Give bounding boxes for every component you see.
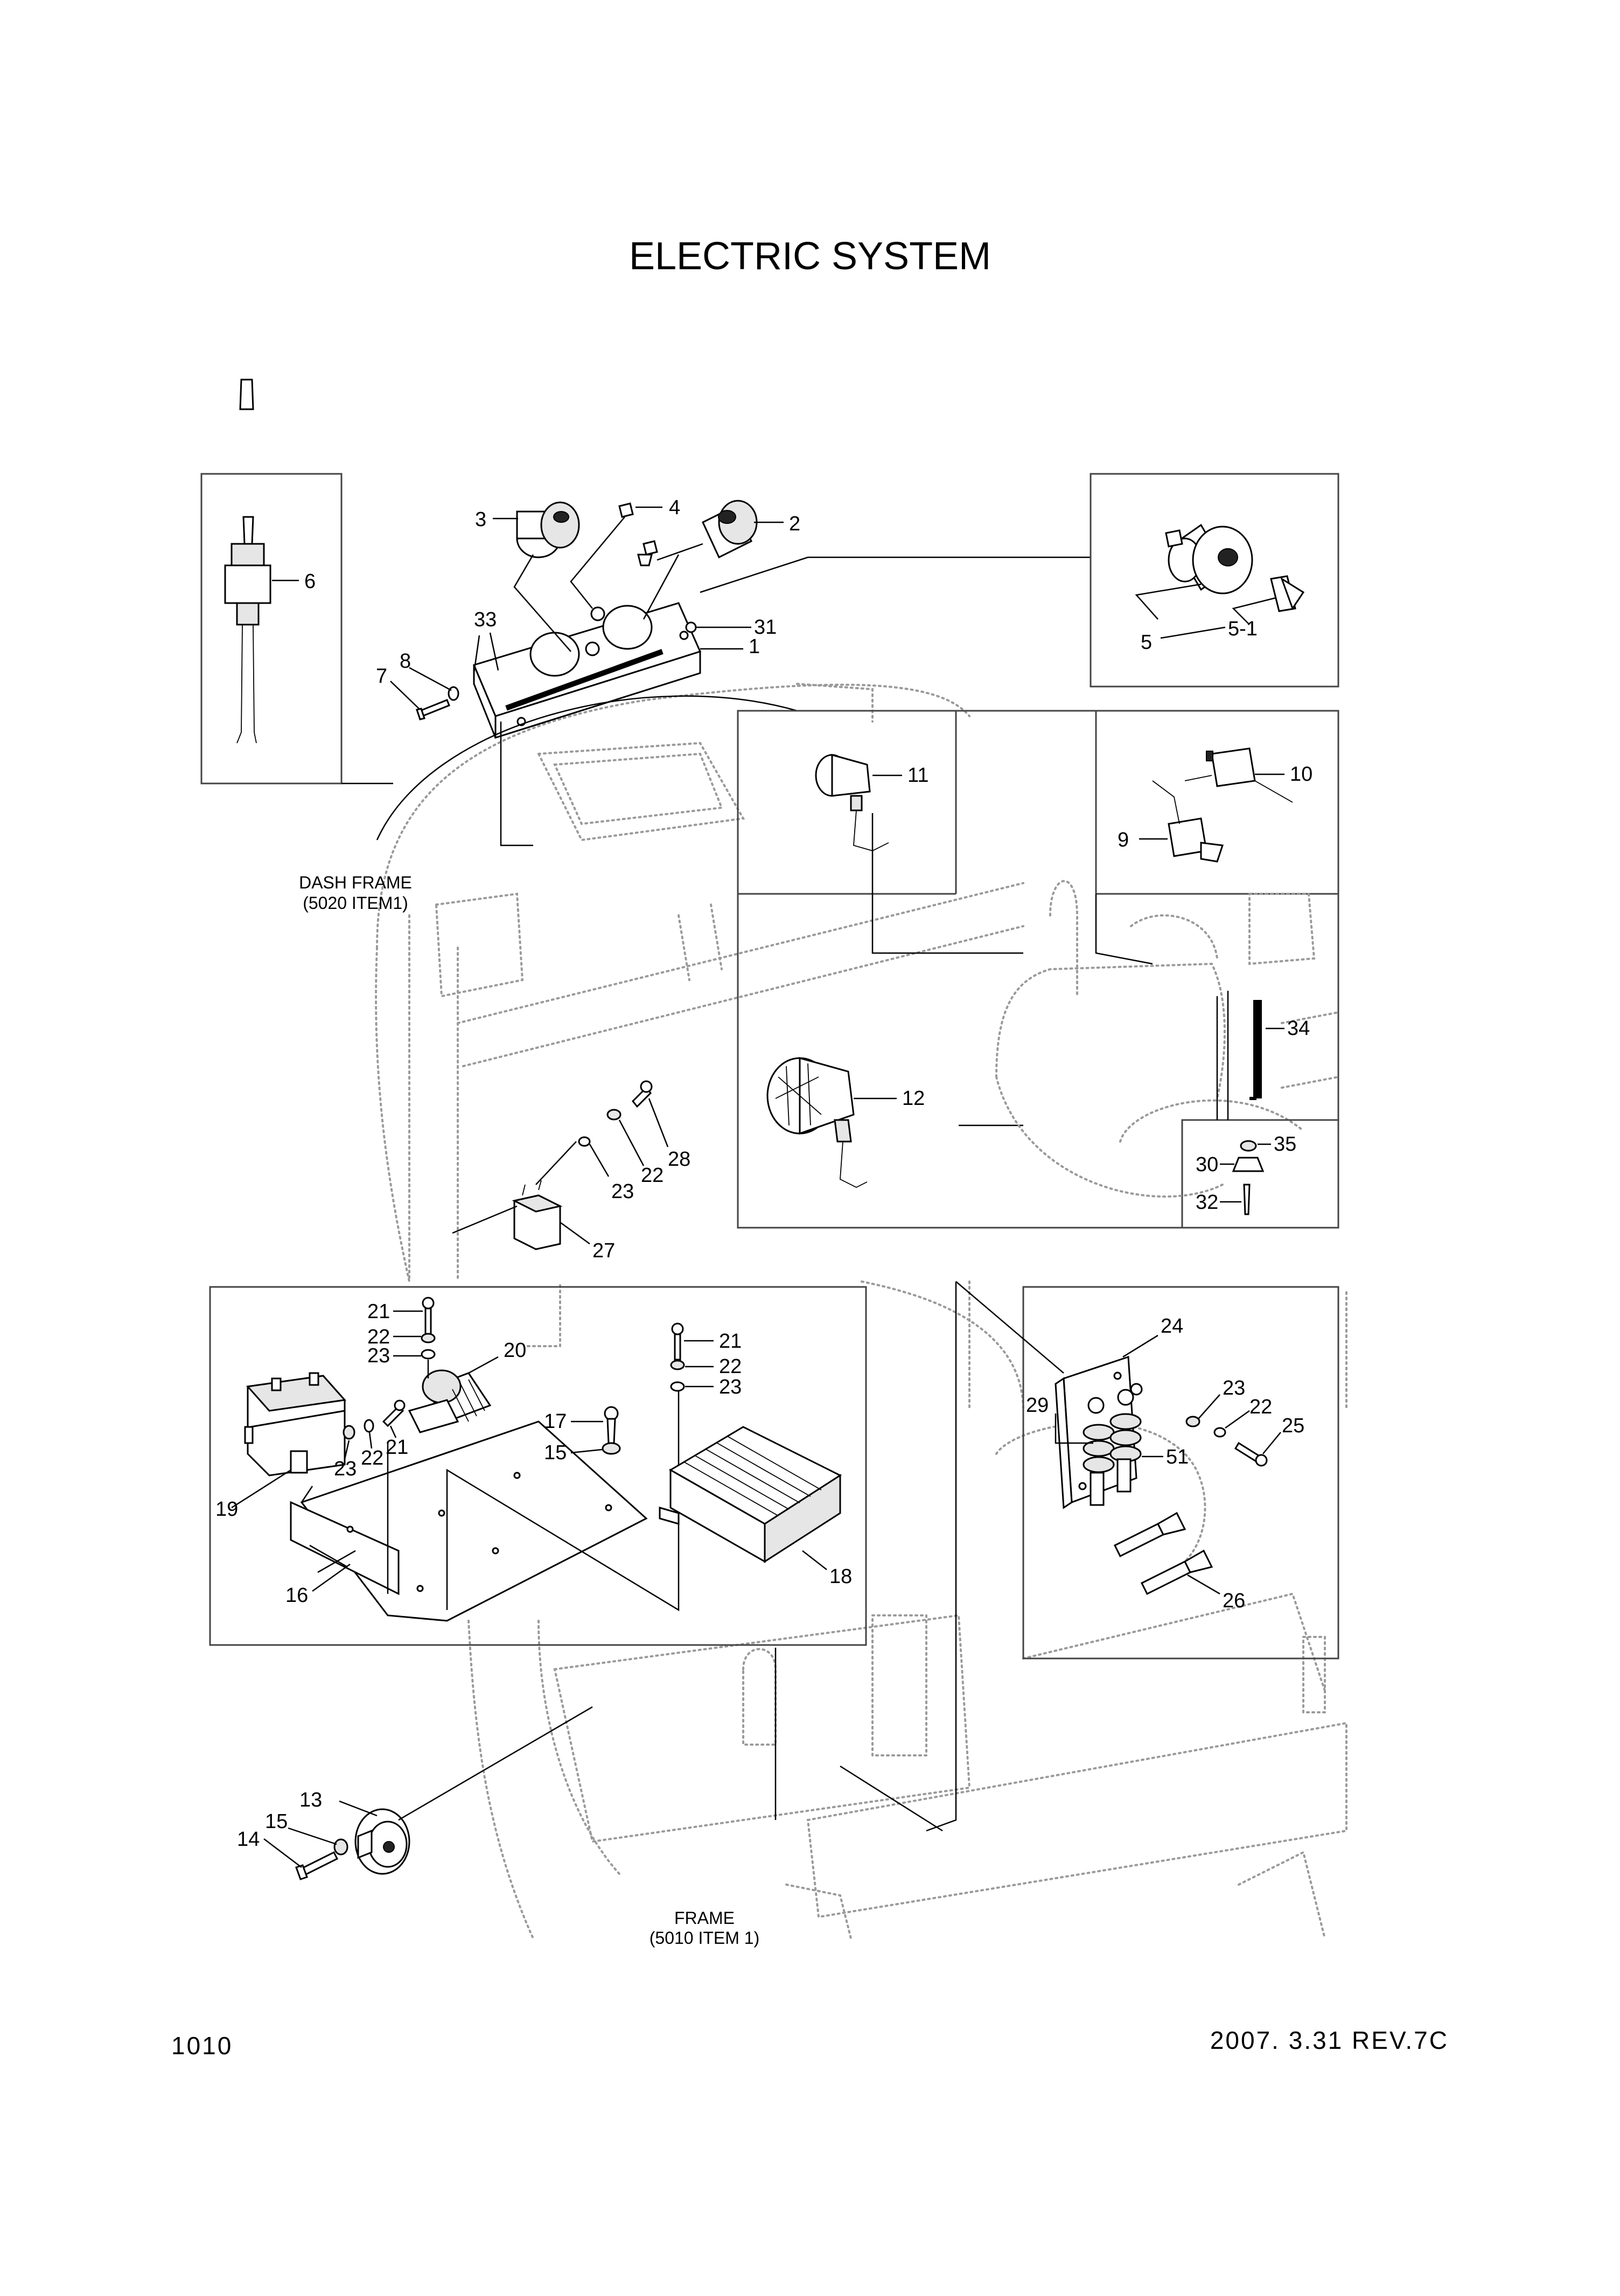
detail-box-fuse-block (1022, 1286, 1339, 1660)
callout-16: 16 (285, 1584, 308, 1607)
callout-22-fuse: 22 (1249, 1396, 1272, 1418)
callout-19: 19 (215, 1498, 238, 1521)
stud-part-29 (1087, 1383, 1143, 1414)
screw-parts-22-23-28 (578, 1080, 653, 1147)
callout-9: 9 (1118, 829, 1129, 851)
screw-parts-15-17 (602, 1406, 621, 1455)
callout-29: 29 (1026, 1394, 1049, 1417)
seat-assembly-outline (995, 880, 1339, 1198)
page-title: ELECTRIC SYSTEM (629, 235, 991, 278)
callout-30: 30 (1196, 1153, 1218, 1176)
revision-date: 2007. 3.31 REV.7C (1210, 2026, 1449, 2054)
detail-box-key-switch (1090, 473, 1339, 688)
dash-frame-item-label: (5020 ITEM1) (303, 893, 408, 913)
frame-label: FRAME (674, 1908, 735, 1928)
callout-21-left: 21 (386, 1436, 408, 1459)
callout-20: 20 (504, 1339, 526, 1362)
gauge-part-2 (637, 500, 758, 620)
part-34-rod (1249, 1000, 1262, 1100)
part-31-bolt (685, 621, 697, 633)
callout-10: 10 (1290, 763, 1312, 786)
connector-part-26 (1113, 1511, 1213, 1595)
callout-15-panel: 15 (544, 1441, 567, 1464)
callout-23-fuse: 23 (1223, 1377, 1245, 1399)
key-switch-part-5 (1165, 523, 1253, 594)
screw-parts-21-22-23-left (343, 1399, 406, 1440)
callout-32: 32 (1196, 1191, 1218, 1214)
key-part-5-1 (1270, 575, 1305, 612)
toggle-switch-part-6 (224, 379, 271, 744)
callout-23-left: 23 (334, 1458, 357, 1480)
callout-22-left: 22 (361, 1447, 383, 1469)
lamp-part-11 (815, 754, 889, 851)
screw-parts-22-23-25 (1185, 1416, 1268, 1467)
callout-23-relay: 23 (611, 1180, 634, 1203)
callout-7: 7 (376, 665, 387, 688)
callout-8: 8 (400, 650, 411, 673)
callout-22-right: 22 (719, 1355, 742, 1378)
mount-parts-30-32-35 (1232, 1140, 1265, 1215)
fuse-holder-part-20 (408, 1369, 492, 1433)
callout-5-1: 5-1 (1228, 618, 1258, 640)
contactor-part-19 (244, 1372, 346, 1476)
callout-26: 26 (1223, 1590, 1245, 1612)
background-vehicle-outline (375, 683, 1347, 1940)
callout-35: 35 (1274, 1133, 1296, 1156)
callout-1: 1 (749, 635, 760, 658)
detail-box-lamps (737, 710, 1339, 1229)
dash-frame-label: DASH FRAME (299, 873, 412, 892)
dash-panel-part-1 (472, 602, 702, 739)
detail-box-toggle-switch (200, 473, 343, 785)
callout-5: 5 (1141, 631, 1152, 654)
screw-parts-21-22-23-right (670, 1322, 685, 1392)
callout-6: 6 (304, 570, 316, 593)
lamp-part-12 (766, 1057, 868, 1188)
callout-13: 13 (299, 1789, 322, 1811)
callout-31: 31 (754, 616, 777, 639)
switch-part-10 (1184, 747, 1293, 803)
relay-part-27 (512, 1180, 563, 1250)
callout-22-relay: 22 (641, 1164, 664, 1187)
gauge-part-3 (513, 501, 580, 652)
page-number: 1010 (171, 2032, 233, 2060)
callout-14: 14 (237, 1828, 260, 1851)
callout-28: 28 (668, 1148, 690, 1171)
detail-box-mount (1181, 1119, 1339, 1229)
callout-51: 51 (1166, 1446, 1189, 1468)
indicator-part-4 (570, 502, 634, 609)
callout-4: 4 (669, 496, 680, 519)
callout-3: 3 (475, 508, 486, 531)
callout-15-horn: 15 (265, 1810, 288, 1833)
callout-11: 11 (907, 764, 928, 787)
callout-21-top: 21 (367, 1300, 390, 1323)
frame-item-label: (5010 ITEM 1) (650, 1928, 760, 1948)
callout-24: 24 (1161, 1315, 1183, 1338)
callout-2: 2 (789, 513, 800, 535)
callout-34: 34 (1287, 1017, 1310, 1040)
screw-parts-14-15 (295, 1838, 348, 1880)
callout-23-right: 23 (719, 1376, 742, 1398)
callout-33: 33 (474, 608, 497, 631)
screw-parts-7-8 (416, 686, 459, 720)
detail-box-controller (209, 1286, 867, 1646)
callout-27: 27 (592, 1240, 615, 1262)
callout-23-top: 23 (367, 1345, 390, 1367)
callout-12: 12 (902, 1087, 925, 1110)
switch-part-9 (1152, 780, 1224, 863)
controller-part-18 (659, 1426, 842, 1563)
callout-22-top: 22 (367, 1326, 390, 1348)
screw-parts-21-22-23-top (421, 1297, 436, 1360)
callout-18: 18 (829, 1565, 852, 1588)
callout-25: 25 (1282, 1415, 1304, 1437)
callout-21-right: 21 (719, 1330, 742, 1353)
horn-part-13 (354, 1808, 410, 1875)
callout-17: 17 (544, 1410, 567, 1433)
fuse-part-51 (1083, 1413, 1142, 1506)
